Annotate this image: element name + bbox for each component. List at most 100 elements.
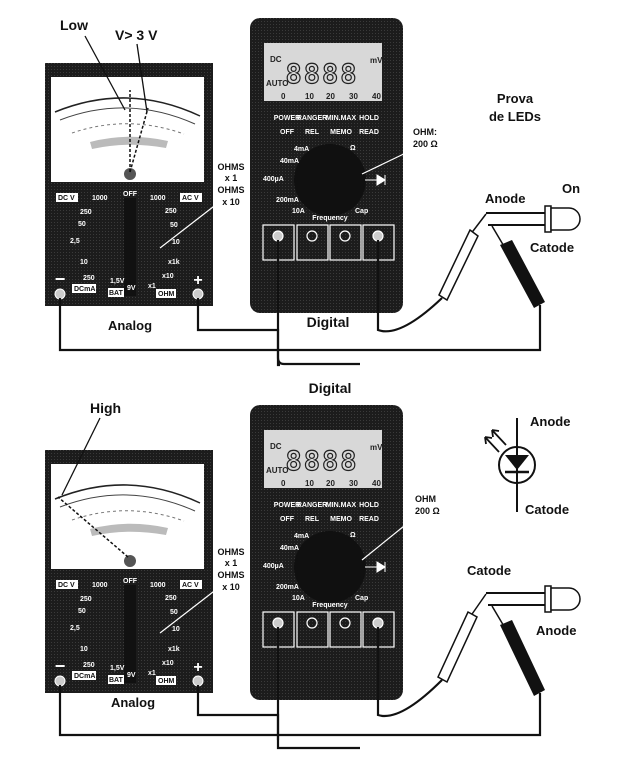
- bat-tag: [108, 675, 124, 684]
- note-line: OHMS: [218, 570, 245, 580]
- negative-terminal[interactable]: [54, 675, 66, 687]
- dial-option: Frequency: [312, 602, 348, 609]
- power-button[interactable]: POWER: [274, 115, 300, 122]
- digital-caption: Digital: [307, 314, 350, 330]
- digital-multimeter: DC AUTO 8888 mV 0 10 20 30 40 POWER RANG…: [250, 405, 403, 700]
- probe-red[interactable]: [438, 228, 479, 302]
- hold-button[interactable]: HOLD: [359, 502, 379, 509]
- jack-a[interactable]: [296, 611, 329, 648]
- read-button[interactable]: READ: [359, 129, 379, 136]
- ranger-button[interactable]: RANGER: [297, 502, 327, 509]
- jack-a[interactable]: [296, 224, 329, 261]
- ohm-label: OHM: [158, 678, 175, 685]
- ohm-range: x1k: [168, 259, 180, 266]
- ohm-label: OHM: [158, 291, 175, 298]
- pointer-line: [159, 584, 223, 634]
- bat-range: 9V: [127, 285, 136, 292]
- lcd-unit: mV: [370, 443, 383, 452]
- digital-multimeter: DC AUTO 8888 mV 0 10 20 30 40 POWER RANG…: [250, 18, 403, 313]
- title-line2: de LEDs: [489, 109, 541, 124]
- minmax-button[interactable]: MIN.MAX: [326, 502, 357, 509]
- pointer-line: [159, 199, 223, 249]
- dial-option: 200mA: [276, 584, 299, 591]
- dial-option: Ω: [350, 532, 356, 539]
- acv-tag: [180, 580, 202, 589]
- analog-scale-window: [51, 464, 204, 569]
- needle-label-low: Low: [60, 17, 88, 33]
- ohm-tag: [156, 289, 176, 298]
- off-label: OFF: [123, 578, 138, 585]
- needle-high: [129, 107, 149, 173]
- dca-tag: [72, 284, 96, 293]
- acv-range: 10: [172, 626, 180, 633]
- scale-tick: 40: [372, 92, 381, 101]
- negative-terminal[interactable]: [54, 288, 66, 300]
- meters-clone-host: OFF DC V AC V 1000 250 50 2,5 1000 250 5…: [45, 405, 403, 700]
- dcv-range: 2,5: [70, 625, 80, 632]
- ranger-button[interactable]: RANGER: [297, 115, 327, 122]
- positive-terminal[interactable]: [192, 675, 204, 687]
- ohm-range: x10: [162, 273, 174, 280]
- led-component: [486, 205, 581, 233]
- bat-label: BAT: [109, 290, 124, 297]
- hold-button[interactable]: HOLD: [359, 115, 379, 122]
- dial-option: Cap: [355, 208, 368, 215]
- probe-red[interactable]: [437, 610, 478, 684]
- dial-option: 400µA: [263, 176, 284, 183]
- dial-option: 10A: [292, 595, 305, 602]
- analog-multimeter: OFF DC V AC V 1000 250 50 2,5 1000 250 5…: [45, 450, 213, 693]
- note-line: x 10: [222, 582, 240, 592]
- off-button[interactable]: OFF: [280, 129, 295, 136]
- acv-range: 250: [165, 208, 177, 215]
- plus-sign: +: [193, 659, 202, 676]
- function-buttons: POWER RANGER MIN.MAX HOLD OFF REL MEMO R…: [274, 115, 379, 136]
- digital-range-note: 200 Ω: [415, 506, 440, 516]
- dcv-range: 250: [80, 596, 92, 603]
- rotary-dial[interactable]: [294, 144, 366, 216]
- minus-sign: −: [55, 656, 66, 676]
- acv-tag: [180, 193, 202, 202]
- mirror-band: [90, 136, 168, 149]
- read-button[interactable]: READ: [359, 516, 379, 523]
- analog-scale-window: [51, 77, 204, 182]
- needle-pivot: [124, 168, 136, 180]
- dcv-tag: [56, 580, 78, 589]
- lcd-auto: AUTO: [266, 79, 289, 88]
- memo-button[interactable]: MEMO: [330, 129, 352, 136]
- test-leads: [58, 240, 542, 367]
- dial-option: 4mA: [294, 146, 309, 153]
- ohm-range: x1: [148, 670, 156, 677]
- dial-option: 4mA: [294, 533, 309, 540]
- power-button[interactable]: POWER: [274, 502, 300, 509]
- needle-pivot: [124, 555, 136, 567]
- scale-tick: 10: [305, 479, 314, 488]
- acv-label: AC V: [182, 582, 199, 589]
- minmax-button[interactable]: MIN.MAX: [326, 115, 357, 122]
- rel-button[interactable]: REL: [305, 129, 320, 136]
- test-leads: [58, 627, 542, 750]
- digital-range-note: 200 Ω: [413, 139, 438, 149]
- acv-range: 1000: [150, 582, 166, 589]
- jack-ma[interactable]: [329, 611, 362, 648]
- lcd-unit: mV: [370, 56, 383, 65]
- lcd-digits: 8888: [285, 59, 358, 90]
- digital-range-note: OHM:: [413, 127, 437, 137]
- dca-range: 10: [80, 646, 88, 653]
- probe-black[interactable]: [500, 620, 545, 696]
- positive-terminal[interactable]: [192, 288, 204, 300]
- off-button[interactable]: OFF: [280, 516, 295, 523]
- probe-black[interactable]: [500, 240, 545, 308]
- memo-button[interactable]: MEMO: [330, 516, 352, 523]
- led-state-label: On: [562, 181, 580, 196]
- rotary-dial[interactable]: [294, 531, 366, 603]
- bottom-panel-led-reverse: OFF DC V AC V 1000 250 50 2,5 1000 250 5…: [45, 400, 581, 750]
- dcv-range: 1000: [92, 582, 108, 589]
- analog-range-note: OHMS x 1 OHMS x 10: [218, 162, 245, 207]
- mirror-band: [90, 523, 168, 536]
- jack-ma[interactable]: [329, 224, 362, 261]
- pointer-line: [61, 417, 101, 496]
- test-probes: [437, 593, 545, 696]
- diode-test-icon: [365, 174, 386, 186]
- lcd-digits: 8888: [285, 446, 358, 477]
- rel-button[interactable]: REL: [305, 516, 320, 523]
